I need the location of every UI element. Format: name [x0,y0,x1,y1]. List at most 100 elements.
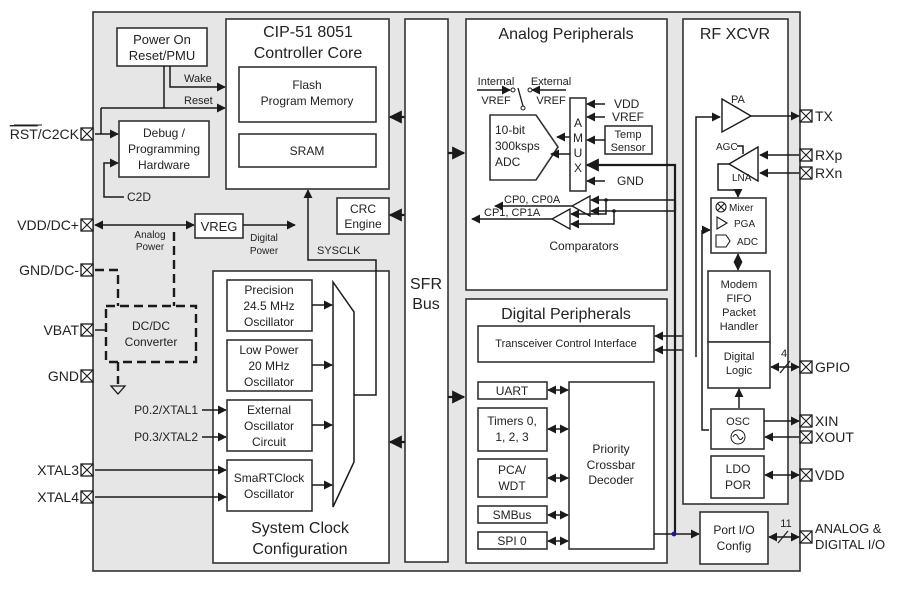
adc-block: 10-bit 300ksps ADC [489,114,559,181]
gnd-dc-minus-pin-cross-icon [80,263,94,277]
dcdc-label-2: Converter [125,335,178,349]
xtal4-pin-label: XTAL4 [37,489,79,505]
xin-pin-label: XIN [815,413,838,429]
flash-label-1: Flash [292,78,321,92]
rf-title: RF XCVR [700,26,770,43]
smartclock-oscillator: SmaRTClock Oscillator [226,459,313,512]
ldo-label-1: LDO [726,462,751,476]
mixer-pga-adc-block: Mixer PGA ADC [710,197,767,254]
sfr-label-2: Bus [412,296,440,313]
lowpower-label-1: Low Power [239,343,298,357]
vbat-pin-cross-icon [80,323,94,337]
vreg-label: VREG [201,219,238,234]
port-io-label-2: Config [717,539,752,553]
cp1-label: CP1, CP1A [484,207,541,219]
xtal4-pin-cross-icon [80,490,94,504]
external-osc-label-2: Oscillator [244,419,294,433]
timers-label-1: Timers 0, [487,414,537,428]
debug-label-3: Hardware [138,158,190,172]
por-block: Power On Reset/PMU [116,27,208,67]
cpu-core-block: CIP-51 8051 Controller Core Flash Progra… [225,18,390,190]
port-to-cp1-a [570,200,607,219]
vdd-dc-plus-pin-label: VDD/DC+ [17,217,79,233]
vref-switch-contact [510,87,516,93]
sfr-label-1: SFR [410,276,442,293]
debug-label-1: Debug / [143,126,186,140]
comparator-0-icon [570,194,591,218]
digital-logic-label-2: Logic [726,365,753,377]
lna-to-mixer [717,163,743,198]
smbus-block: SMBus [477,505,548,524]
mixer-label: Mixer [729,203,754,214]
mixer-cross-icon [717,203,725,211]
rst-c2ck-pin-cross-icon [80,127,94,141]
sysclk-line [303,189,377,396]
precision-label-1: Precision [244,283,293,297]
crossbar-block: Priority Crossbar Decoder [568,381,655,550]
xtal3-pin-label: XTAL3 [37,462,79,478]
cp0-label: CP0, CP0A [504,194,561,206]
por-label-2: Reset/PMU [129,48,195,63]
gnd-pin-label: GND [48,368,79,384]
tci-label: Transceiver Control Interface [495,338,636,350]
junction-dot [604,198,608,202]
internal-vref-2: VREF [481,95,511,107]
clock-mux [332,279,355,508]
adc-label-3: ADC [495,155,521,169]
junction-dot [612,209,616,213]
sine-curve-icon [732,434,744,440]
temp-label-1: Temp [615,129,642,141]
external-oscillator: External Oscillator Circuit [226,399,313,452]
adc-icon [715,234,731,248]
gnd-dc-dash [95,268,120,306]
gnd-pin-cross-icon [80,369,94,383]
crossbar-label-3: Decoder [588,473,633,487]
digital-title: Digital Peripherals [501,306,631,323]
gpio-width-label: 4 [781,348,787,360]
amux-m: M [573,131,583,145]
uart-block: UART [477,381,548,400]
rxp-pin-label: RXp [815,147,842,163]
sysclk-label: SYSCLK [317,245,361,257]
bus-width-slash [777,530,789,544]
vdd-rf-pin-label: VDD [815,467,845,483]
digital-power-2: Power [250,246,279,257]
pa-label: PA [731,94,746,106]
xtal3-pin-cross-icon [80,463,94,477]
modem-label-2: FIFO [726,293,751,305]
amux-vref-label: VREF [612,110,644,124]
flash-label-2: Program Memory [261,94,354,108]
wake-line [169,66,226,92]
reset-label: Reset [184,95,213,107]
ldo-label-2: POR [725,478,751,492]
sram-label: SRAM [290,144,325,158]
gpio-pin-label: GPIO [815,359,850,375]
lowpower-oscillator: Low Power 20 MHz Oscillator [226,339,313,392]
rst-c2ck-pin-label: RST/C2CK [10,126,80,142]
temp-sensor-block: Temp Sensor [604,125,653,155]
port-io-block: Port I/O Config [699,511,769,565]
c2d-label: C2D [127,190,151,204]
precision-label-2: 24.5 MHz [243,299,294,313]
cpu-title-2: Controller Core [254,45,363,62]
osc-to-mixer [701,230,709,431]
vdd-rf-pin-cross-icon [799,468,813,482]
debug-label-2: Programming [128,142,200,156]
amux-block: A M U X [569,97,587,192]
amux-gnd-label: GND [617,174,644,188]
pa-amplifier-icon [721,97,753,134]
lna-amplifier-icon [727,145,759,183]
pca-label-1: PCA/ [498,463,527,477]
amux-x: X [574,161,582,175]
vref-switch-contact [527,87,533,93]
smartclock-label-2: Oscillator [244,487,294,501]
rxn-pin-cross-icon [799,166,813,180]
crc-label-2: Engine [344,217,382,231]
transceiver-control-interface: Transceiver Control Interface [477,325,655,363]
xin-pin-cross-icon [799,414,813,428]
vdd-dc-plus-pin-cross-icon [80,218,94,232]
tx-pin-label: TX [815,108,834,124]
io-width-label: 11 [780,518,791,530]
